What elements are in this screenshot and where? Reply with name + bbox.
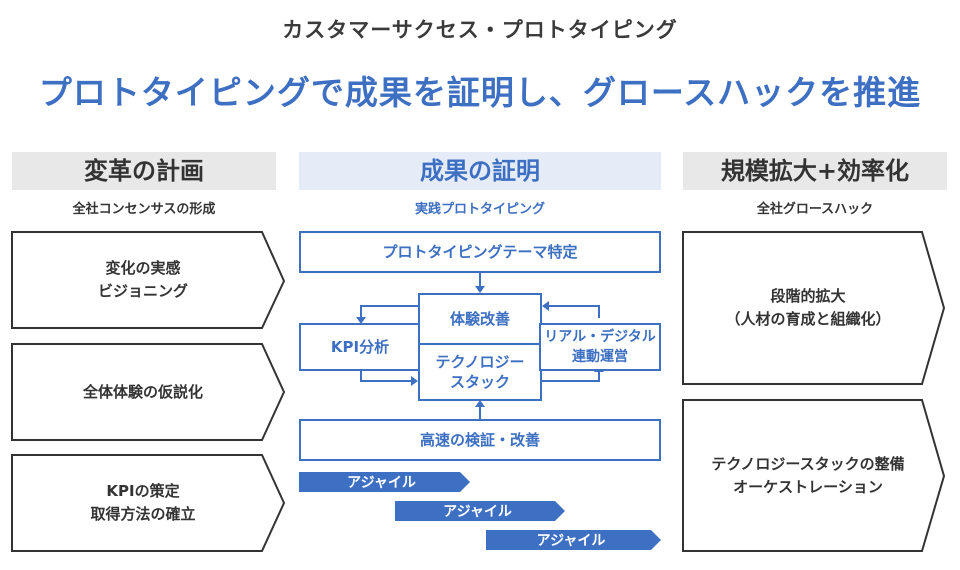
arrowhead-left-experience [542,301,549,311]
arrowhead-right-tech [411,376,418,386]
agile-arrow-3 [486,530,661,550]
theme-identification-box: プロトタイピングテーマ特定 [299,231,661,273]
arrowhead-down-kpi [356,317,366,324]
diagram-headline: プロトタイピングで成果を証明し、グロースハックを推進 [38,73,922,112]
tech-box-line1: テクノロジー [435,353,525,371]
left-column-subtitle: 全社コンセンサスの形成 [72,202,216,217]
realdigital-line2: 連動運営 [572,349,628,365]
experience-improvement-box: 体験改善 [418,293,542,345]
right-step-1: 段階的拡大 （人材の育成と組織化） [683,232,933,384]
left-step-3-chevron [11,454,286,552]
arrowhead-down-theme [475,286,485,293]
left-step-2-line1: 全体体験の仮説化 [82,382,203,401]
right-step-1-chevron [682,231,946,385]
left-step-2-chevron [11,343,286,441]
technology-stack-box: テクノロジー スタック [418,343,542,401]
agile-arrow-1 [299,472,470,492]
agile-label-2: アジャイル [443,504,512,520]
center-column-subtitle: 実践プロトタイピング [414,202,545,217]
right-step-2-line2: オーケストレーション [733,477,883,496]
center-column-title: 成果の証明 [299,152,661,190]
right-column-subtitle: 全社グロースハック [756,202,874,217]
left-step-1-line2: ビジョニング [97,282,188,300]
realdigital-line1: リアル・デジタル [544,329,656,345]
tech-box-line2: スタック [449,373,510,391]
right-step-1-line2: （人材の育成と組織化） [725,310,891,328]
arrowhead-up-tech [475,400,485,407]
left-step-3-line1: KPIの策定 [106,482,180,500]
kpi-to-tech-connector [360,370,412,382]
realdigital-to-experience-connector [548,305,600,318]
right-step-2-line1: テクノロジースタックの整備 [711,454,905,473]
kpi-analysis-box: KPI分析 [299,323,421,371]
left-step-1: 変化の実感 ビジョニング [12,232,274,328]
agile-arrow-2 [395,501,565,521]
rapid-verification-box: 高速の検証・改善 [299,419,661,461]
left-step-3: KPIの策定 取得方法の確立 [12,455,274,551]
diagram-category-title: カスタマーサクセス・プロトタイピング [282,18,678,42]
real-digital-operation-box: リアル・デジタル 連動運営 [539,323,661,371]
left-column-title: 変革の計画 [12,152,276,190]
experience-to-kpi-connector [360,305,418,318]
agile-label-3: アジャイル [536,533,606,549]
right-step-2-chevron [682,399,946,552]
right-step-1-line1: 段階的拡大 [770,287,846,305]
left-step-1-line1: 変化の実感 [105,259,181,277]
left-step-2: 全体体験の仮説化 [12,344,274,440]
left-step-1-chevron [11,231,286,329]
agile-label-1: アジャイル [347,475,416,491]
tech-to-realdigital-connector [542,371,600,382]
left-step-3-line2: 取得方法の確立 [90,505,196,523]
right-column-title: 規模拡大+効率化 [683,152,947,190]
right-step-2: テクノロジースタックの整備 オーケストレーション [683,400,933,551]
